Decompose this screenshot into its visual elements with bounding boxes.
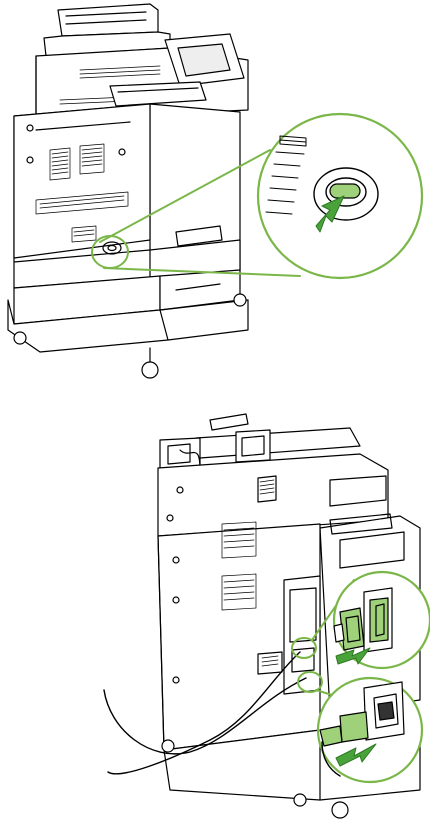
power-switch-closeup <box>258 114 422 278</box>
power-cord-closeup <box>318 678 422 782</box>
printer-front-view <box>8 4 248 378</box>
interface-cable-closeup <box>334 572 430 668</box>
power-switch-icon <box>314 168 378 220</box>
